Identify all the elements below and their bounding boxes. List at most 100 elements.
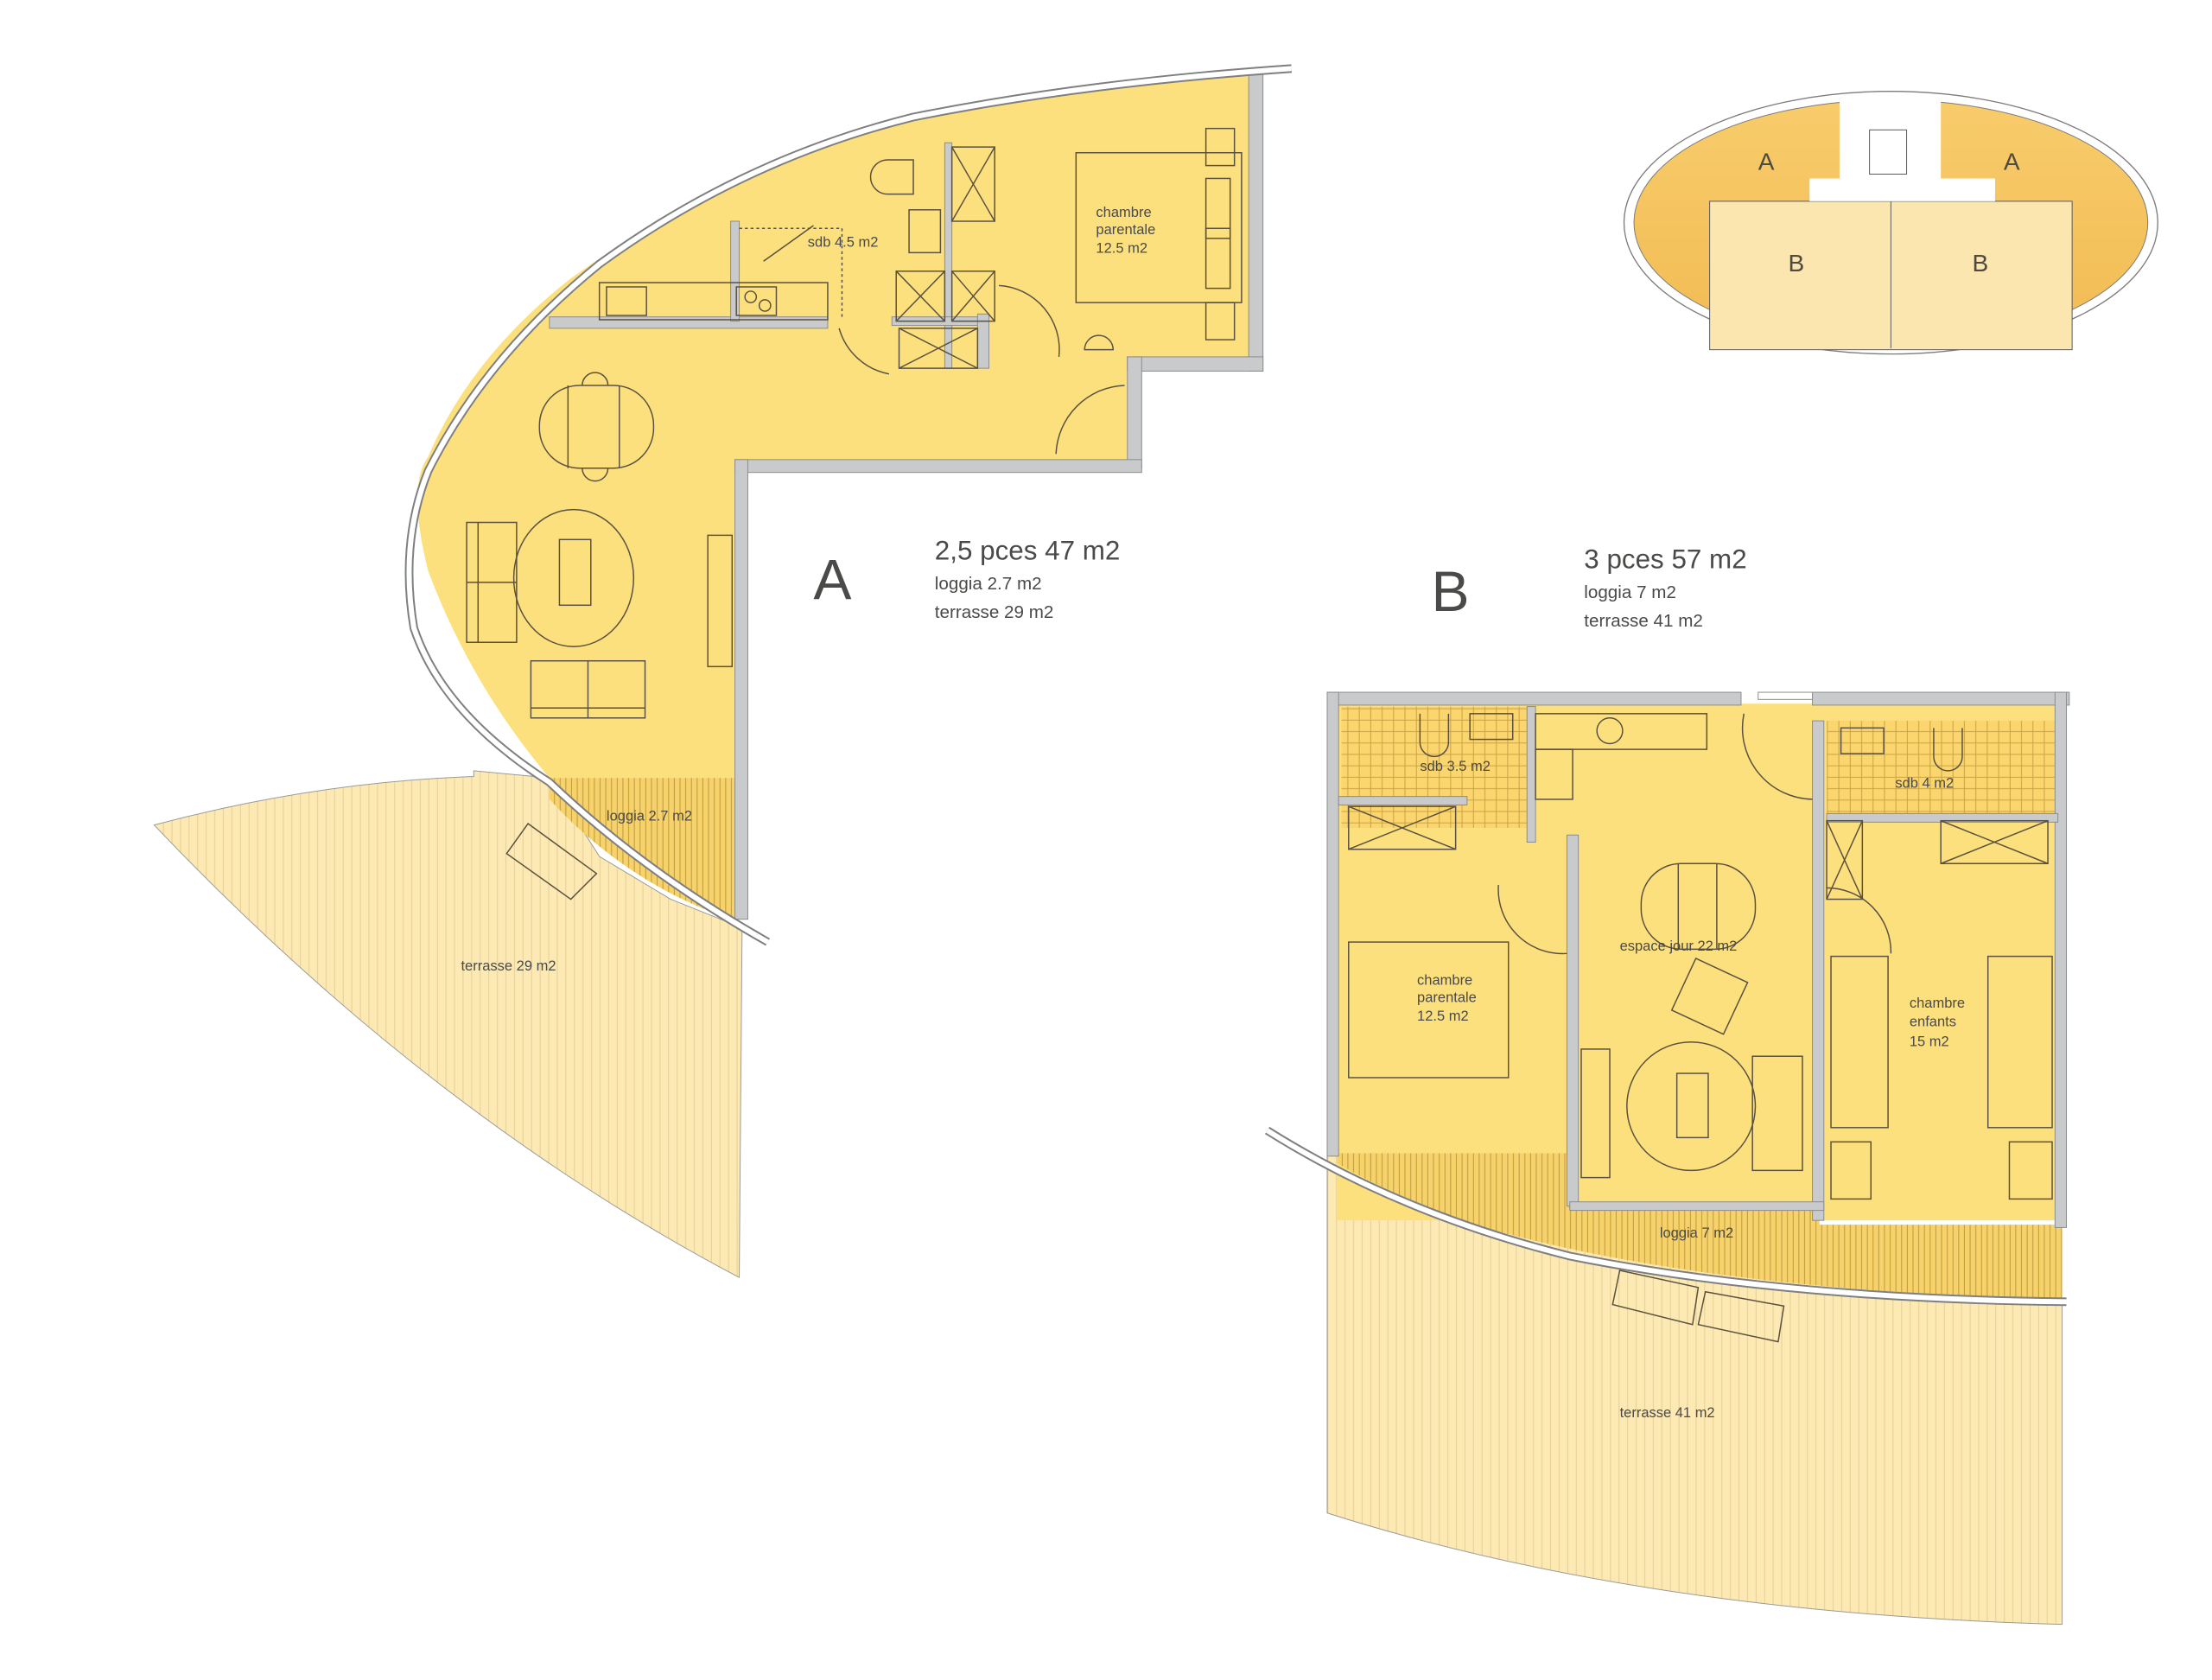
wall (1326, 691, 1742, 706)
kitchen-counter (1535, 713, 1708, 750)
wall (549, 316, 829, 329)
entrance-door-swing (1055, 385, 1125, 455)
unit-a-terrace-area: terrasse 29 m2 (935, 602, 1054, 622)
wardrobe-icon (1348, 805, 2049, 900)
sink-icon (606, 286, 647, 316)
unit-b-bathroom-1-tiles (1341, 706, 1530, 828)
sofa-icon (1751, 1055, 1803, 1172)
wall (1526, 706, 1536, 843)
wall (1826, 812, 2059, 823)
toilet-icon (1933, 728, 1963, 772)
room-label-sdb: sdb 4.5 m2 (808, 235, 879, 251)
unit-b-loggia-area: loggia 7 m2 (1584, 582, 1676, 602)
unit-a-loggia (549, 778, 735, 921)
door-swing (1497, 884, 1567, 955)
wall (1248, 67, 1264, 372)
toilet-icon (869, 159, 914, 195)
sink-icon (1596, 717, 1624, 745)
burner-icon (744, 290, 758, 303)
key-plan: A A B B (1623, 91, 2158, 355)
desk-icon (1830, 1141, 1872, 1200)
room-label-bedroom-1: parentale (1417, 990, 1477, 1005)
dining-table-icon (1640, 862, 1757, 951)
room-label-sdb-1: sdb 3.5 m2 (1420, 759, 1491, 774)
room-label-sdb-2: sdb 4 m2 (1895, 776, 1954, 792)
key-label-a-right: A (2004, 149, 2020, 175)
rug-icon (1626, 1040, 1757, 1172)
wall (734, 459, 1142, 474)
room-label-bedroom: parentale (1096, 222, 1155, 238)
wall (944, 142, 953, 369)
wall (976, 313, 990, 369)
unit-b-loggia (1337, 1153, 2063, 1300)
washbasin-icon (1469, 713, 1514, 741)
single-bed-icon (1986, 955, 2053, 1129)
double-bed-icon (1348, 941, 1510, 1079)
unit-a-facade-glazing-inner (406, 66, 1292, 945)
unit-b-letter: B (1432, 559, 1470, 623)
room-label-loggia: loggia 2.7 m2 (607, 809, 692, 824)
unit-b-title: 3 pces 57 m2 (1584, 544, 1746, 574)
door-swing (999, 284, 1060, 357)
washbasin-icon (908, 209, 942, 254)
wardrobe-icon (895, 146, 995, 369)
entrance-door-swing (1741, 713, 1813, 800)
unit-b-facade-glazing-inner (1266, 1128, 2067, 1305)
room-label-bedroom-2-area: 15 m2 (1910, 1034, 1949, 1050)
wall (2054, 691, 2068, 1228)
cooktop-icon (1535, 748, 1573, 800)
unit-a-title: 2,5 pces 47 m2 (935, 535, 1121, 565)
room-label-terrace: terrasse 41 m2 (1620, 1405, 1715, 1421)
door-swing (1827, 887, 1892, 954)
key-label-a-left: A (1758, 149, 1775, 175)
key-label-b-right: B (1973, 250, 1989, 277)
door-swing (838, 328, 890, 375)
wall (1812, 691, 2070, 706)
room-label-bedroom: chambre (1096, 205, 1151, 220)
living-room-furniture (466, 508, 734, 719)
room-label-bedroom-2: chambre (1910, 996, 1965, 1011)
toilet-icon (1419, 713, 1450, 758)
wall (1338, 796, 1468, 806)
room-label-bedroom-2: enfants (1910, 1015, 1956, 1030)
window (1758, 691, 1814, 700)
wall (730, 220, 741, 322)
wall (1127, 356, 1264, 372)
room-label-bedroom-area: 12.5 m2 (1096, 240, 1147, 256)
kitchen-counter (598, 282, 829, 321)
armchair-icon (1670, 957, 1749, 1035)
wall (1326, 691, 1339, 1157)
room-label-terrace: terrasse 29 m2 (461, 958, 556, 974)
unit-b-bathroom-2-tiles (1827, 721, 2056, 814)
sun-lounger-icon (1697, 1290, 1785, 1343)
key-label-b-left: B (1788, 250, 1804, 277)
coffee-table-icon (1675, 1072, 1709, 1139)
unit-a-loggia-area: loggia 2.7 m2 (935, 574, 1042, 594)
single-bed-icon (1830, 955, 1889, 1129)
sun-lounger-icon (1611, 1270, 1700, 1326)
wall (1127, 356, 1142, 469)
key-plan-stair (1869, 129, 1908, 175)
double-bed-icon (1075, 127, 1243, 340)
unit-a-letter: A (813, 548, 851, 612)
burner-icon (758, 299, 772, 312)
room-label-bedroom-1: chambre (1417, 973, 1472, 989)
wall (1569, 1201, 1825, 1212)
room-label-living: espace jour 22 m2 (1620, 939, 1738, 954)
room-label-loggia: loggia 7 m2 (1660, 1225, 1733, 1241)
unit-a-summary: A 2,5 pces 47 m2 loggia 2.7 m2 terrasse … (813, 535, 1120, 622)
unit-a-terrace (153, 770, 743, 1279)
sun-lounger-icon (505, 822, 598, 900)
wall (1812, 720, 1825, 1221)
unit-b-plan: sdb 3.5 m2 sdb 4 m2 espace jour 22 m2 ch… (1264, 691, 2070, 1626)
wall (1566, 834, 1580, 1207)
sideboard-icon (1580, 1048, 1611, 1179)
shower-icon (763, 225, 814, 262)
cooktop-icon (735, 286, 778, 316)
unit-a-plan: sdb 4.5 m2 chambre parentale 12.5 m2 log… (153, 64, 1293, 1279)
desk-icon (2008, 1141, 2053, 1200)
wall (734, 459, 748, 920)
room-label-bedroom-1-area: 12.5 m2 (1417, 1009, 1469, 1024)
